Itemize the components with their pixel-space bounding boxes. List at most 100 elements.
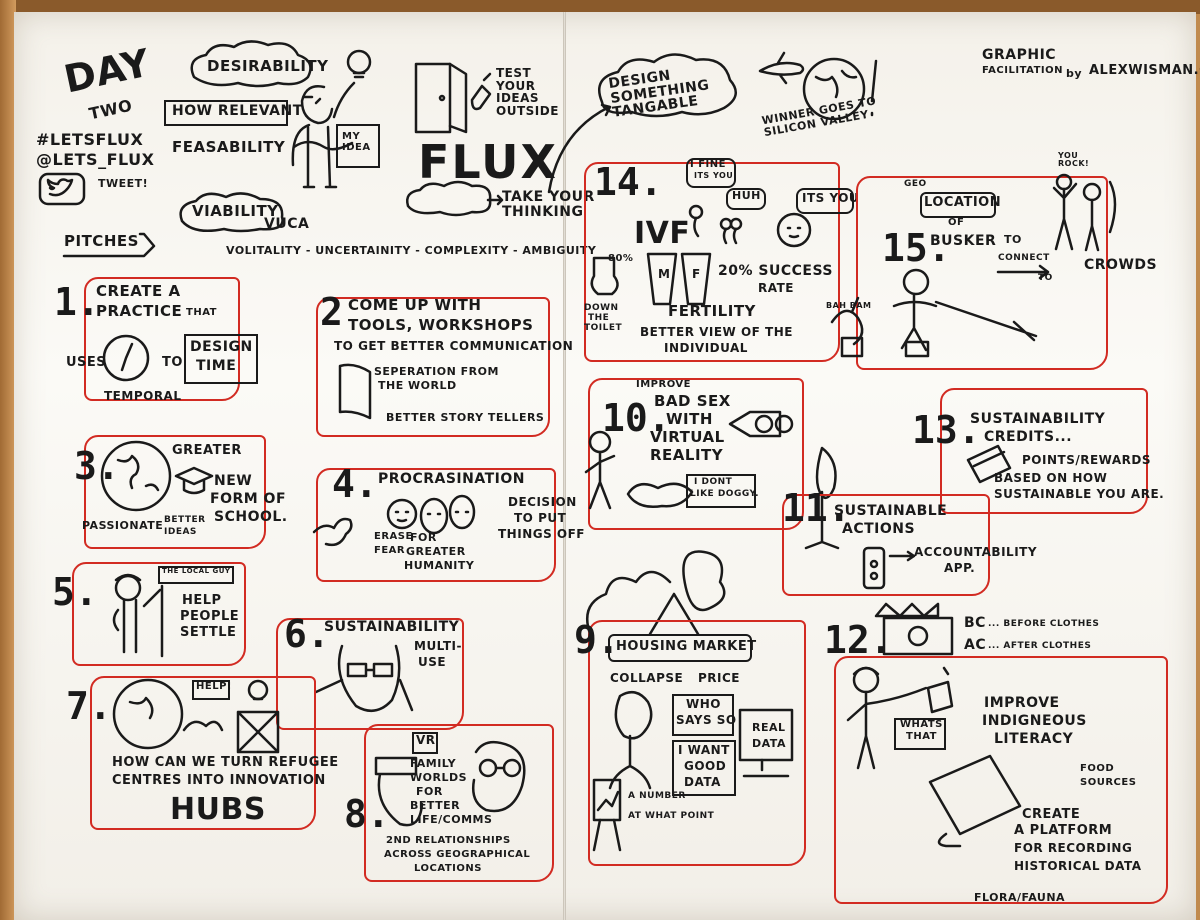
pitch-2-line3: TO GET BETTER COMMUNICATION (334, 339, 574, 353)
viability-cloud (179, 192, 284, 233)
pitch-14-huh: HUH (732, 189, 761, 202)
pitch-8-worlds: WORLDS (410, 771, 468, 784)
pitch-1-uses: USES (66, 355, 107, 370)
refugee-drawing (112, 678, 280, 754)
pitches-label: PITCHES (64, 232, 139, 250)
pitch-2-line1: COME UP WITH (348, 296, 482, 314)
handle: @LETS_FLUX (36, 150, 155, 169)
pitch-15-bam: BAH BAM (826, 301, 872, 310)
pitch-5-sign: THE LOCAL GUY (162, 567, 231, 575)
help-bubble (192, 680, 230, 700)
busker-drawing (830, 268, 1038, 358)
plane-globe-drawing (758, 51, 878, 121)
its-you-bubble (796, 188, 854, 214)
pitch-2-frame (316, 297, 550, 437)
pointing-person-drawing (846, 666, 954, 770)
pitch-10-line4: REALITY (650, 446, 724, 464)
pitch-2-number: 2 (320, 290, 343, 334)
faces-drawing (312, 494, 476, 547)
pitch-12-recording: FOR RECORDING (1014, 841, 1133, 855)
pitch-12-platform: a PLATFORM (1014, 823, 1113, 838)
huh-bubble (726, 188, 766, 210)
pitch-15-rock: YOU ROCK! (1058, 151, 1090, 169)
graphic-label: GRAPHIC (982, 47, 1057, 63)
pitch-3-better: BETTER (164, 515, 206, 525)
pitch-15-location: LOCATION (924, 195, 1002, 210)
pitch-9-who: WHO (686, 697, 721, 711)
pitch-9-real-data: DATA (752, 737, 786, 750)
pitch-3-greater: GREATER (172, 443, 242, 458)
whats-that-bubble (894, 718, 946, 750)
person-lightbulb-drawing (291, 49, 372, 189)
grad-cap-icon (174, 466, 214, 495)
pitch-9-real: REAL (752, 721, 786, 734)
arrow-to-tangible (547, 103, 612, 194)
pitch-1-line1: CREATE a (96, 282, 181, 300)
fine-bubble (686, 158, 736, 188)
pitch-11-app: APP. (944, 561, 976, 575)
pitch-4-number: 4. (332, 462, 378, 506)
pitch-4-frame (316, 468, 556, 582)
pitch-10-line1: BAD SEX (654, 392, 731, 410)
test-ideas: TEST YOUR IDEAS OUTSIDE (496, 66, 559, 118)
pitch-14-80: 80% (608, 253, 634, 264)
pitch-1-to: TO (162, 355, 183, 370)
pitch-4-things: THINGS OFF (498, 527, 586, 541)
credit-url: ALEXWISMAN.COM (1089, 63, 1200, 78)
pitch-14-success: 20% SUCCESS (718, 263, 833, 279)
who-says-box (672, 694, 734, 736)
pitch-13-credits: CREDITS... (984, 429, 1073, 445)
design-time-box (184, 334, 258, 384)
vr-label-box (412, 732, 438, 754)
feasability: FEASABILITY (172, 138, 286, 156)
pitch-7-frame (90, 676, 316, 830)
pitch-4-decision: DECISION (508, 495, 577, 509)
pitch-1-frame (84, 277, 240, 401)
housing-market-box (608, 634, 752, 662)
whiteboard: DAY TWO #LETSFLUX @LETS_FLUX TWEET! DESI… (14, 12, 1200, 920)
pitch-5-people: PEOPLE (180, 609, 240, 624)
vuca: VUCA (264, 216, 310, 232)
pitch-14-the: THE (588, 313, 610, 323)
pitch-15-number: 15. (882, 226, 951, 270)
book-icon (338, 363, 372, 420)
pitch-12-historical: HISTORICAL DATA (1014, 859, 1142, 873)
how-relevant: HOW RELEVANT (172, 103, 303, 119)
pitch-8-vr: VR (416, 733, 436, 747)
couple-drawing (584, 430, 694, 510)
pitch-5-frame (72, 562, 246, 666)
day-title: DAY (60, 40, 154, 102)
vuca-definition: VOLITALITY - UNCERTAINITY - COMPLEXITY -… (226, 244, 597, 257)
pitch-1-number: 1. (54, 280, 100, 324)
pitch-9-says: SAYS SO (676, 713, 737, 727)
pitch-11-actions: ACTIONS (842, 521, 916, 537)
pitch-10-improve: IMPROVE (636, 379, 692, 390)
my-idea: MY IDEA (342, 131, 371, 153)
pitch-15-to2: TO (1038, 273, 1053, 283)
pitch-12-whats: WHATS (900, 719, 943, 730)
tablet-drawing (928, 754, 1022, 848)
pitch-2-line2: TOOLS, WORKSHOPS (348, 316, 534, 334)
pitch-14-fertility: FERTILITY (668, 302, 756, 320)
pitch-15-to: TO (1004, 233, 1022, 246)
pitch-12-improve: IMPROVE (984, 695, 1060, 711)
pitch-8-family: FAMILY (410, 757, 457, 770)
connect-arrow (996, 264, 1050, 280)
pitch-9-frame (588, 620, 806, 866)
pitch-14-better: BETTER VIEW of THE (640, 325, 793, 339)
tangible-cloud (598, 53, 737, 118)
pitch-4-title: PROCRASINATION (378, 471, 525, 487)
pitch-8-better: BETTER (410, 799, 461, 812)
pitch-5-settle: SETTLE (180, 625, 237, 640)
pitch-1-temporal: TEMPORAL (104, 389, 182, 403)
twitter-icon (38, 172, 86, 206)
pitch-9-want: I WANT (678, 743, 730, 757)
board-seam (563, 12, 566, 920)
pitch-14-fine: I FINE (690, 159, 726, 170)
pitches-arrow (62, 232, 156, 258)
tree-drawing (804, 446, 840, 550)
pitch-6-use: USE (418, 655, 447, 669)
pitch-12-sources: SOURCES (1080, 777, 1137, 788)
pitch-11-number: 11. (782, 486, 851, 530)
pitch-10-line2: WITH (666, 410, 713, 428)
